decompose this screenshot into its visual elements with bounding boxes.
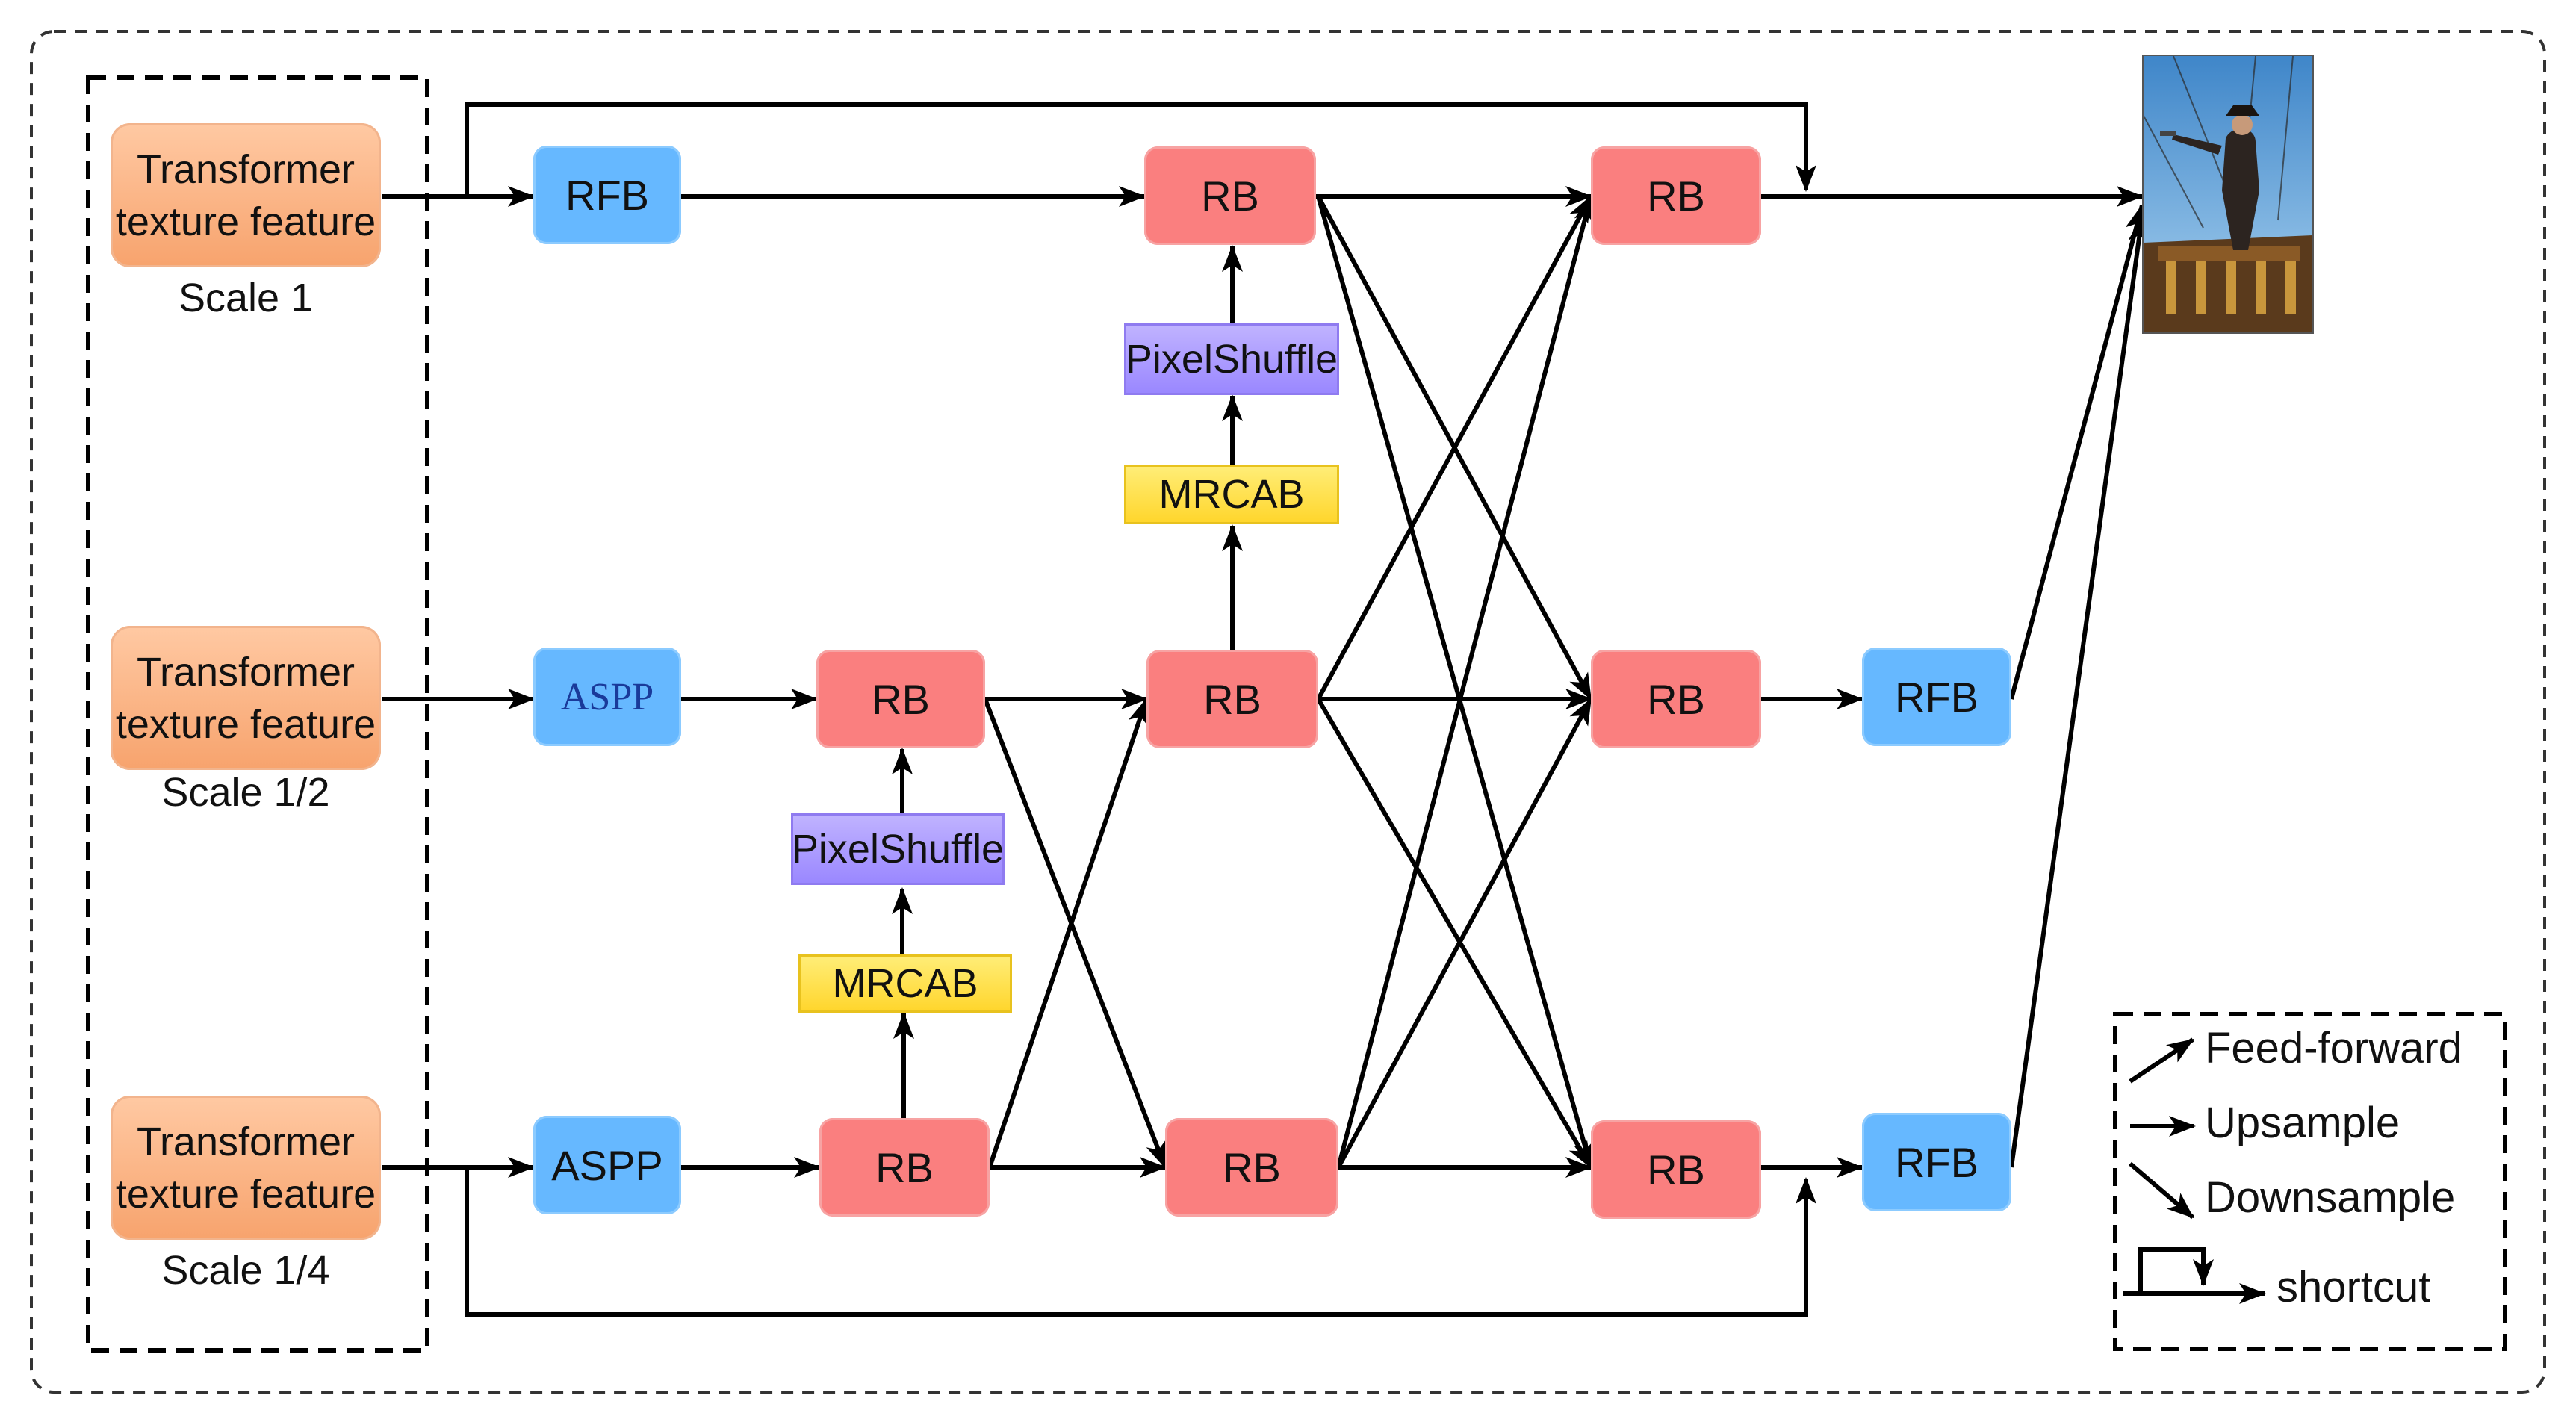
outer-frame — [30, 30, 2546, 1394]
rb-col4-top: RB — [1591, 146, 1761, 245]
scale-quarter-label: Scale 1/4 — [161, 1248, 330, 1293]
legend-upsample: Upsample — [2205, 1099, 2400, 1147]
pixelshuffle-col2: PixelShuffle — [791, 813, 1005, 885]
aspp-mid: ASPP — [533, 648, 681, 746]
rb-col2-bot: RB — [819, 1118, 990, 1217]
rfb-out-bot: RFB — [1862, 1113, 2011, 1211]
legend-frame — [2113, 1012, 2507, 1351]
rfb-out-mid: RFB — [1862, 648, 2011, 746]
input-scale-quarter-line1: Transformer — [136, 1119, 356, 1164]
input-scale-half-line1: Transformer — [136, 649, 356, 695]
legend-feed-forward: Feed-forward — [2205, 1024, 2462, 1072]
rb-col3-mid: RB — [1146, 650, 1318, 748]
scale-half-label: Scale 1/2 — [161, 770, 330, 815]
mrcab-col3: MRCAB — [1124, 465, 1339, 524]
feed-forward-arrow-icon — [2129, 1037, 2194, 1084]
rfb-top: RFB — [533, 146, 681, 244]
input-scale-1-line1: Transformer — [136, 146, 356, 192]
legend-downsample: Downsample — [2205, 1173, 2456, 1222]
rb-col3-top: RB — [1144, 146, 1316, 245]
downsample-arrow-icon — [2129, 1161, 2194, 1220]
input-scale-quarter: Transformer texture feature — [111, 1096, 381, 1240]
mrcab-col2: MRCAB — [798, 954, 1012, 1013]
input-group-frame — [86, 75, 429, 1353]
legend-shortcut: shortcut — [2276, 1263, 2431, 1311]
input-scale-half-line2: texture feature — [115, 701, 376, 747]
pixelshuffle-col3: PixelShuffle — [1124, 323, 1339, 395]
rb-col4-bot: RB — [1591, 1120, 1761, 1219]
aspp-bot: ASPP — [533, 1116, 681, 1214]
pirate-photo-icon — [2144, 56, 2312, 332]
scale-1-label: Scale 1 — [178, 276, 314, 320]
rb-col4-mid: RB — [1591, 650, 1761, 748]
output-image — [2144, 56, 2312, 332]
rb-col2-mid: RB — [816, 650, 985, 748]
rb-col3-bot: RB — [1165, 1118, 1338, 1217]
input-scale-1: Transformer texture feature — [111, 123, 381, 267]
legend-icons — [2123, 1037, 2266, 1304]
input-scale-1-line2: texture feature — [115, 199, 376, 244]
connections — [382, 102, 2150, 1317]
input-scale-quarter-line2: texture feature — [115, 1171, 376, 1217]
input-scale-half: Transformer texture feature — [111, 626, 381, 770]
